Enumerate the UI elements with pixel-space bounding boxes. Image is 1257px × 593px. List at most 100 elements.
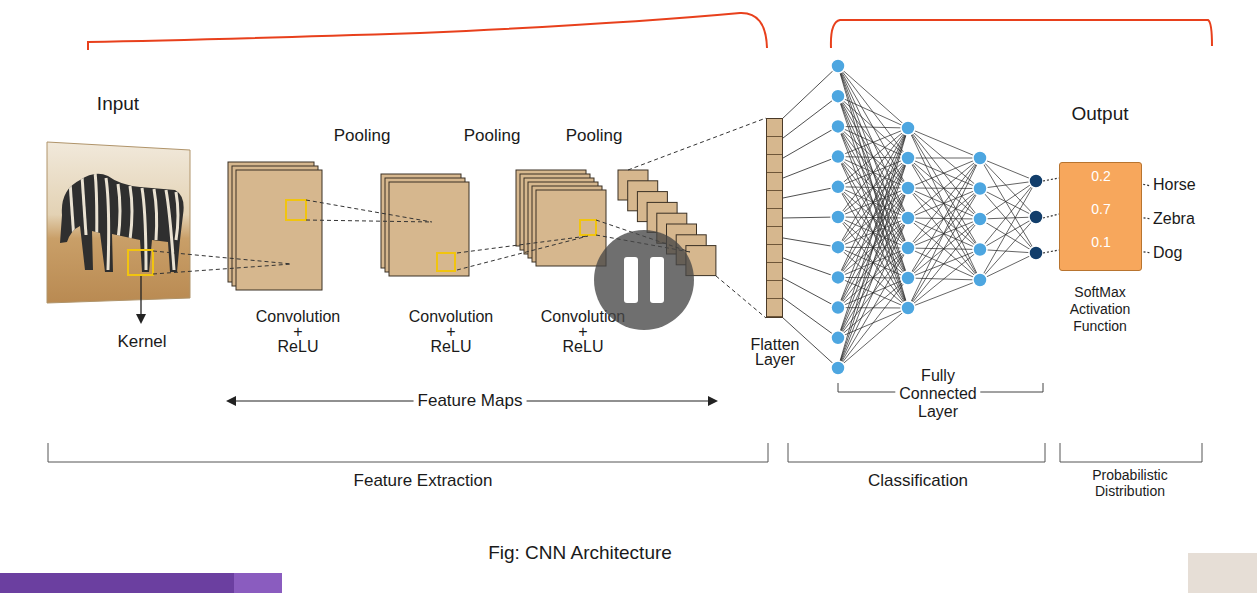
weight-link <box>908 158 980 280</box>
diagram-label: Zebra <box>1153 209 1195 228</box>
weight-link <box>908 128 980 158</box>
neuron <box>973 243 987 257</box>
section-bracket <box>48 443 768 462</box>
weight-link <box>980 181 1036 280</box>
neuron <box>973 212 987 226</box>
input-image <box>47 142 190 303</box>
neuron <box>831 361 845 375</box>
kernel-square <box>437 253 455 271</box>
neuron <box>901 211 915 225</box>
diagram-label: Classification <box>868 471 968 491</box>
projection-line <box>716 276 766 318</box>
neuron <box>901 121 915 135</box>
weight-link <box>838 66 908 278</box>
weight-link <box>838 66 908 308</box>
weight-link <box>908 158 980 189</box>
diagram-label: Convolution + ReLU <box>409 309 494 355</box>
projection-line <box>153 251 292 264</box>
weight-link <box>838 128 908 368</box>
softmax-output-box: 0.20.70.1 <box>1059 162 1142 271</box>
diagram-label: Dog <box>1153 243 1182 262</box>
flatten-link <box>782 66 838 119</box>
weight-link <box>838 188 908 368</box>
leader-line <box>1043 178 1059 181</box>
projection-lines <box>153 118 766 318</box>
projection-line <box>457 236 588 270</box>
weight-link <box>838 126 908 218</box>
flatten-link <box>782 96 838 139</box>
neuron <box>901 271 915 285</box>
neuron <box>901 301 915 315</box>
weight-link <box>838 126 908 278</box>
diagram-label: Input <box>97 93 139 116</box>
diagram-label: Convolution + ReLU <box>541 309 626 355</box>
pause-button <box>594 230 694 330</box>
weight-link <box>908 158 980 308</box>
weight-link <box>980 217 1036 250</box>
neuron <box>831 89 845 103</box>
node-text: 0.7 <box>1091 201 1110 218</box>
neuron <box>831 240 845 254</box>
neuron <box>831 180 845 194</box>
neuron <box>831 119 845 133</box>
presenter-thumbnail <box>1188 553 1257 593</box>
neuron <box>831 301 845 315</box>
weight-link <box>838 126 908 248</box>
flatten-link <box>782 187 838 198</box>
projection-line <box>306 220 432 222</box>
weight-link <box>838 128 908 157</box>
projection-line <box>628 118 766 170</box>
feature-map <box>236 170 322 290</box>
weight-link <box>980 253 1036 280</box>
weight-link <box>908 158 980 159</box>
weight-link <box>838 96 908 278</box>
weight-link <box>908 158 980 248</box>
weight-link <box>908 219 980 308</box>
weight-link <box>838 248 908 368</box>
neuron <box>901 151 915 165</box>
weight-link <box>908 158 980 219</box>
diagram-label: Feature Maps <box>414 391 527 411</box>
weight-link <box>838 128 908 338</box>
diagram-label: SoftMax Activation Function <box>1070 284 1131 334</box>
weight-link <box>908 128 980 250</box>
diagram-label: Pooling <box>464 126 521 146</box>
weight-link <box>908 128 980 189</box>
weight-link <box>838 128 908 187</box>
neuron <box>973 182 987 196</box>
weight-link <box>838 128 908 247</box>
figure-caption: Fig: CNN Architecture <box>488 542 672 565</box>
weight-link <box>908 128 980 219</box>
weight-link <box>838 96 908 248</box>
neuron <box>901 181 915 195</box>
weight-link <box>980 217 1036 280</box>
neuron <box>1029 246 1043 260</box>
projection-line <box>596 220 690 252</box>
weight-link <box>980 250 1036 254</box>
kernel-square <box>128 250 153 275</box>
diagram-label: Pooling <box>566 126 623 146</box>
neuron <box>831 210 845 224</box>
neuron <box>1029 174 1043 188</box>
weight-link <box>908 158 980 188</box>
leader-line <box>1043 214 1059 218</box>
neuron <box>831 59 845 73</box>
weight-link <box>980 158 1036 217</box>
weight-link <box>908 218 980 280</box>
kernel-arrow <box>140 276 141 322</box>
fully-connected-network <box>782 59 1043 375</box>
diagram-label: Kernel <box>117 332 166 352</box>
weight-link <box>838 128 908 217</box>
weight-link <box>980 217 1036 219</box>
weight-link <box>838 126 908 128</box>
weight-link <box>908 280 980 308</box>
flatten-link <box>782 258 838 278</box>
weight-link <box>838 158 908 368</box>
weight-link <box>908 250 980 309</box>
flatten-link <box>782 297 838 338</box>
weight-link <box>838 308 908 368</box>
weight-link <box>838 218 908 368</box>
flatten-link <box>782 217 838 218</box>
